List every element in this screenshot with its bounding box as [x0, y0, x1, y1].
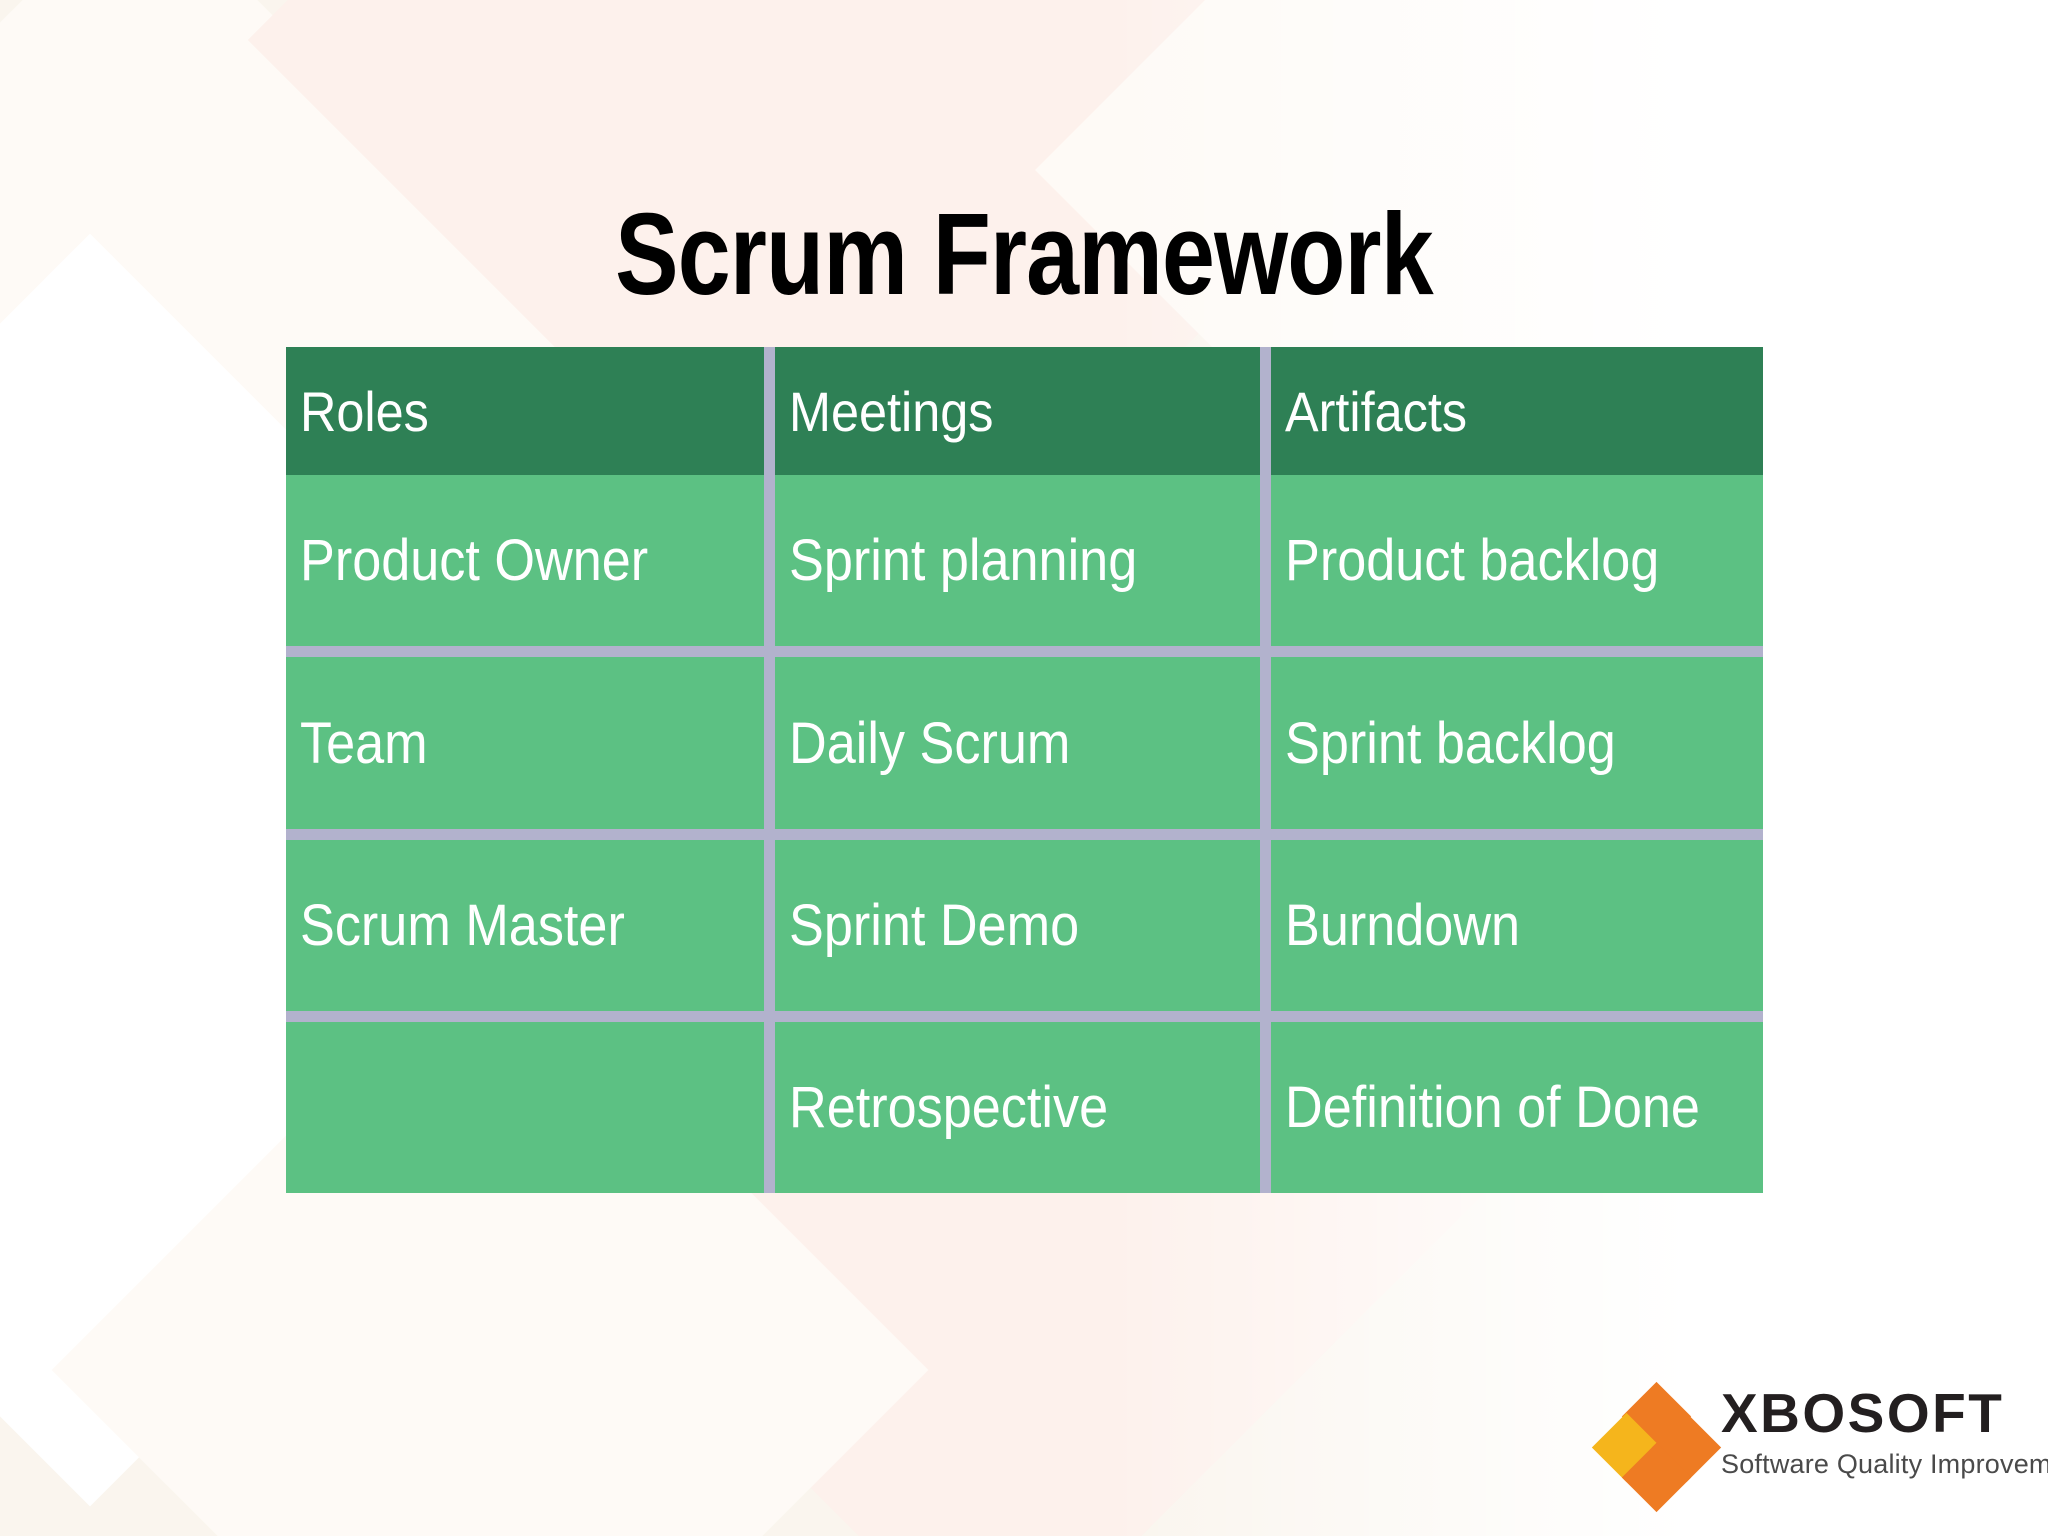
column-header-artifacts: Artifacts	[1271, 347, 1763, 475]
table-cell-label: Product backlog	[1285, 528, 1660, 594]
table-row: Team Daily Scrum Sprint backlog	[286, 657, 1763, 840]
xbosoft-logo: XBOSOFT Software Quality Improvement	[1591, 1381, 2048, 1514]
xbosoft-diamond-mark-icon	[1591, 1381, 1722, 1513]
table-row: Product Owner Sprint planning Product ba…	[286, 475, 1763, 658]
table-cell-label: Team	[300, 710, 428, 776]
column-header-label: Meetings	[789, 379, 994, 443]
table-cell-artifacts: Definition of Done	[1271, 1022, 1763, 1193]
xbosoft-tagline: Software Quality Improvement	[1721, 1449, 2048, 1479]
table-cell-roles: Team	[286, 657, 775, 840]
xbosoft-wordmark: XBOSOFT	[1721, 1382, 2005, 1444]
column-header-meetings: Meetings	[775, 347, 1271, 475]
table-row: Retrospective Definition of Done	[286, 1022, 1763, 1193]
table-row: Scrum Master Sprint Demo Burndown	[286, 839, 1763, 1023]
table-cell-roles: Product Owner	[286, 475, 775, 658]
column-header-roles: Roles	[286, 347, 775, 475]
table-cell-meetings: Daily Scrum	[775, 657, 1271, 840]
scrum-framework-table: Roles Meetings Artifacts Product Owner S…	[286, 347, 1763, 1193]
table-cell-label: Daily Scrum	[789, 710, 1071, 776]
table-cell-label: Scrum Master	[300, 892, 625, 958]
table-cell-label: Sprint planning	[789, 528, 1138, 594]
column-header-label: Artifacts	[1285, 379, 1468, 443]
table-cell-label: Sprint Demo	[789, 892, 1080, 958]
table-cell-label: Sprint backlog	[1285, 710, 1616, 776]
xbosoft-logo-text: XBOSOFT Software Quality Improvement	[1721, 1382, 2048, 1479]
table-cell-label: Burndown	[1285, 892, 1521, 958]
page-title: Scrum Framework	[615, 188, 1434, 319]
table-cell-meetings: Sprint Demo	[775, 839, 1271, 1023]
table-header-row: Roles Meetings Artifacts	[286, 347, 1763, 475]
scrum-framework-table-container: Roles Meetings Artifacts Product Owner S…	[286, 347, 1763, 1193]
column-header-label: Roles	[300, 379, 429, 443]
table-cell-roles-empty	[286, 1022, 775, 1193]
table-cell-artifacts: Burndown	[1271, 839, 1763, 1023]
table-cell-label: Product Owner	[300, 528, 649, 594]
table-cell-label: Definition of Done	[1285, 1075, 1700, 1141]
table-cell-meetings: Sprint planning	[775, 475, 1271, 658]
table-cell-label: Retrospective	[789, 1075, 1109, 1141]
table-cell-roles: Scrum Master	[286, 839, 775, 1023]
table-cell-artifacts: Product backlog	[1271, 475, 1763, 658]
table-cell-artifacts: Sprint backlog	[1271, 657, 1763, 840]
table-cell-meetings: Retrospective	[775, 1022, 1271, 1193]
